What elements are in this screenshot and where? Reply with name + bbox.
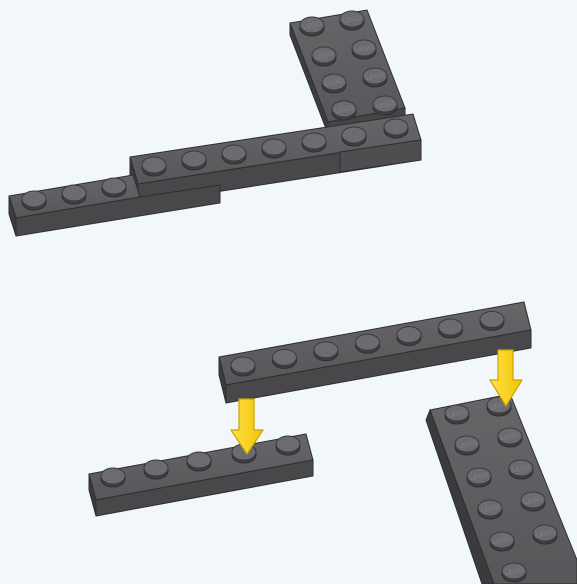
stud <box>187 452 211 471</box>
stud: LEGO <box>373 96 397 115</box>
stud <box>314 342 338 361</box>
stud: LEGO <box>509 460 533 479</box>
stud: LEGO <box>322 74 346 93</box>
stud: LEGO <box>490 532 514 551</box>
stud <box>62 185 86 204</box>
plate-1x8-new <box>219 302 531 403</box>
stud: LEGO <box>478 500 502 519</box>
stud: LEGO <box>521 492 545 511</box>
stud <box>276 436 300 455</box>
stud <box>144 460 168 479</box>
stud: LEGO <box>332 101 356 120</box>
stud: LEGO <box>467 468 491 487</box>
stud: LEGO <box>352 40 376 59</box>
stud <box>182 151 206 170</box>
stud <box>262 139 286 158</box>
stud <box>22 191 46 210</box>
stud: LEGO <box>502 563 526 582</box>
stud: LEGO <box>312 47 336 66</box>
stud <box>222 145 246 164</box>
stud <box>439 319 463 338</box>
stud <box>480 311 504 330</box>
stud: LEGO <box>445 405 469 424</box>
stud <box>397 327 421 346</box>
stud <box>273 349 297 368</box>
build-step: LEGO LEGO LEGO LEGO LEGO LEGO LEGO LEGO LEGO LEGO… <box>89 302 577 584</box>
stud <box>231 357 255 376</box>
stud: LEGO <box>340 11 364 30</box>
plate-1x8-assembled <box>130 114 421 204</box>
stud: LEGO <box>363 68 387 87</box>
stud <box>302 133 326 152</box>
stud <box>101 468 125 487</box>
plate-1x4-target <box>89 434 313 516</box>
stud: LEGO <box>498 428 522 447</box>
stud: LEGO <box>455 436 479 455</box>
stud <box>102 178 126 197</box>
stud: LEGO <box>300 17 324 36</box>
stud <box>384 119 408 138</box>
plate-2x4-target: LEGO LEGO LEGO LEGO LEGO LEGO LEGO LEGO LEGO LEGO… <box>426 394 577 584</box>
stud: LEGO <box>533 525 557 544</box>
stud <box>356 334 380 353</box>
stud <box>342 127 366 146</box>
stud <box>142 157 166 176</box>
